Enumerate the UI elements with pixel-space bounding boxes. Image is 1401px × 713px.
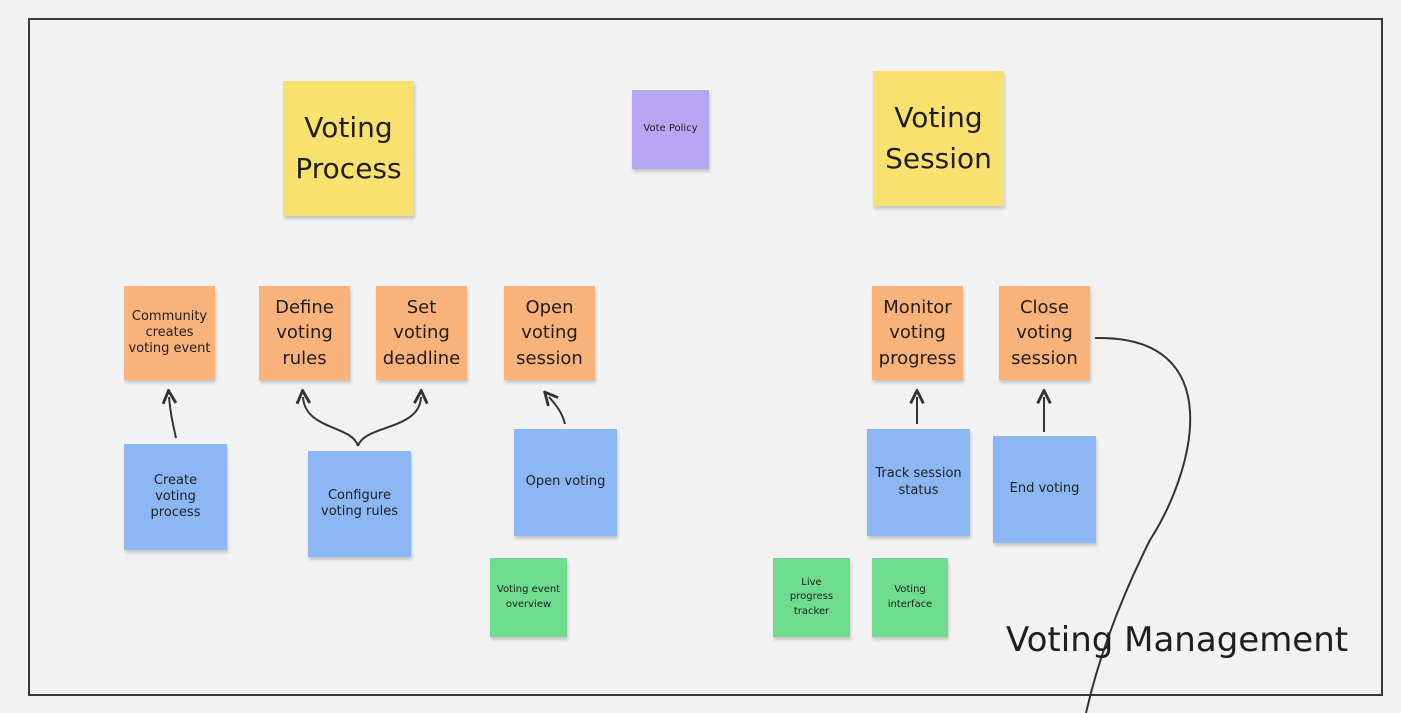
sticky-monitor-progress[interactable]: Monitor voting progress	[872, 286, 963, 380]
sticky-configure-rules[interactable]: Configure voting rules	[308, 451, 411, 557]
sticky-voting-process[interactable]: Voting Process	[283, 81, 414, 216]
sticky-track-status[interactable]: Track session status	[867, 429, 970, 536]
sticky-set-deadline[interactable]: Set voting deadline	[376, 286, 467, 380]
frame-title: Voting Management	[1006, 620, 1349, 660]
arrow-open-voting-to-session[interactable]	[549, 397, 566, 425]
board-frame	[28, 18, 1383, 696]
arrow-configure-to-define[interactable]	[303, 397, 359, 447]
line-close-to-outside[interactable]	[1085, 336, 1192, 713]
sticky-open-session[interactable]: Open voting session	[504, 286, 595, 380]
sticky-community-creates[interactable]: Community creates voting event	[124, 286, 215, 380]
sticky-live-tracker[interactable]: Live progress tracker	[773, 558, 850, 637]
sticky-voting-interface[interactable]: Voting interface	[872, 558, 948, 637]
sticky-close-session[interactable]: Close voting session	[999, 286, 1090, 380]
sticky-create-process[interactable]: Create voting process	[124, 444, 227, 550]
arrow-configure-to-deadline[interactable]	[357, 397, 421, 447]
sticky-define-rules[interactable]: Define voting rules	[259, 286, 350, 380]
sticky-open-voting[interactable]: Open voting	[514, 429, 617, 536]
sticky-voting-session[interactable]: Voting Session	[873, 71, 1004, 206]
sticky-event-overview[interactable]: Voting event overview	[490, 558, 567, 637]
sticky-vote-policy[interactable]: Vote Policy	[632, 90, 709, 169]
arrow-create-to-community[interactable]	[169, 397, 176, 439]
sticky-end-voting[interactable]: End voting	[993, 436, 1096, 543]
